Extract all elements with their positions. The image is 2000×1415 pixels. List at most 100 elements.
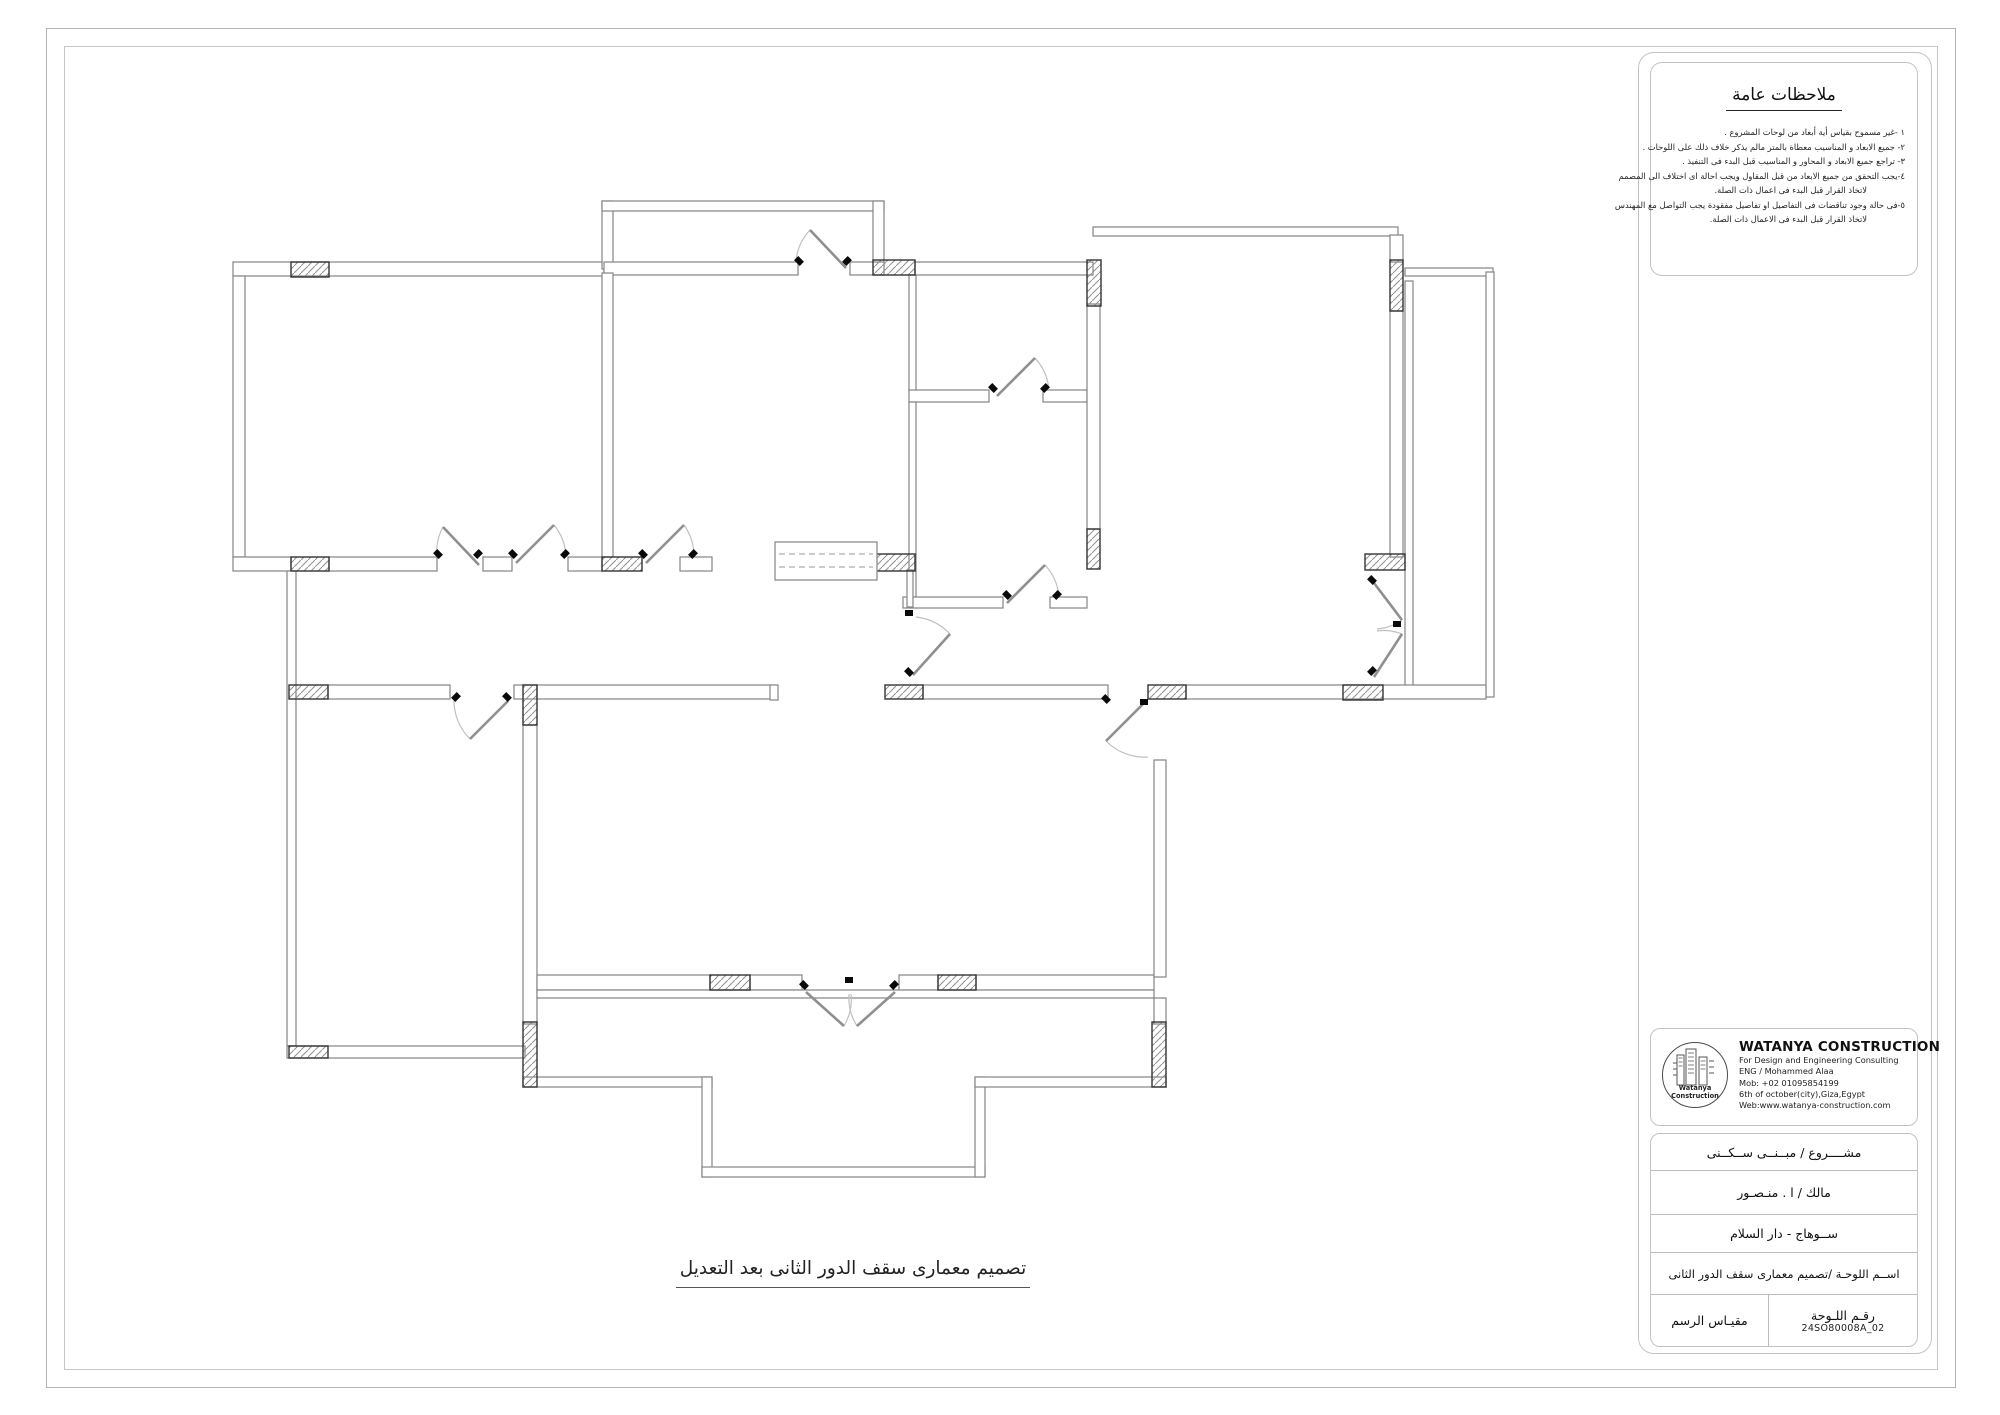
company-mobile: Mob: +02 01095854199 [1739, 1077, 1839, 1088]
wall [232, 556, 292, 572]
company-tagline: For Design and Engineering Consulting [1739, 1055, 1899, 1065]
wall [975, 974, 1155, 991]
wall [601, 200, 885, 212]
wall [749, 974, 803, 991]
column [874, 553, 916, 572]
door-leaf [469, 700, 509, 740]
door-leaf [1372, 582, 1404, 621]
column [1364, 553, 1406, 571]
column [288, 684, 329, 700]
wall [1042, 389, 1088, 403]
wall [701, 1076, 713, 1178]
column [884, 684, 924, 700]
wall [232, 261, 605, 277]
note-line: ٤-يجب التحقق من جميع الابعاد من قبل المق… [1618, 170, 1905, 181]
wall [1404, 267, 1494, 277]
company-box: Watanya Construction WATANYA CONSTRUCTIO… [1650, 1028, 1940, 1126]
column [1389, 259, 1404, 312]
door-jamb-mark [799, 980, 809, 990]
door-jamb-mark [1367, 575, 1377, 585]
note-line: ١ -غير مسموح بقياس أية أبعاد من لوحات ال… [1724, 127, 1905, 137]
wall [567, 556, 603, 572]
door-leaf [809, 229, 847, 269]
notes-title: ملاحظات عامة [1651, 85, 1917, 111]
note-line: ٥-فى حالة وجود تناقضات فى التفاصيل او تف… [1614, 199, 1905, 210]
door-jamb-mark [560, 549, 570, 559]
door-leaf [856, 991, 896, 1027]
wall [908, 274, 917, 393]
company-engineer: ENG / Mohammed Alaa [1739, 1066, 1834, 1077]
wall [1389, 310, 1404, 558]
column [1147, 684, 1187, 700]
wall [701, 1166, 986, 1178]
wall [1153, 759, 1167, 978]
door-jamb-mark [905, 610, 913, 616]
door-jamb-mark [433, 549, 443, 559]
project-name: مشــــروع / مبــنــى ســكــنى [1706, 1144, 1862, 1160]
door-leaf [1372, 633, 1404, 678]
wall [482, 556, 513, 572]
wall [286, 570, 297, 1047]
notes-list: ١ -غير مسموح بقياس أية أبعاد من لوحات ال… [1614, 125, 1906, 227]
wall [522, 1076, 713, 1088]
drawing-title: تصميم معمارى سقف الدور الثانى بعد التعدي… [653, 1258, 1053, 1288]
door-jamb-mark [508, 549, 518, 559]
wall [1086, 303, 1101, 530]
titleblock: مشــــروع / مبــنــى ســكــنى مالك / ا .… [1650, 1133, 1918, 1347]
company-logo: Watanya Construction [1662, 1042, 1728, 1108]
note-line: ٢- جميع الابعاد و المناسيب معطاة بالمتر … [1642, 141, 1906, 152]
door-jamb-mark [794, 256, 804, 266]
door-jamb-mark [638, 549, 648, 559]
wall [1389, 234, 1404, 263]
door-swing-arc [453, 698, 471, 740]
wall [328, 556, 438, 572]
column [522, 684, 538, 726]
column [290, 261, 330, 278]
door-jamb-mark [473, 549, 483, 559]
wall [908, 389, 990, 403]
wall [906, 569, 914, 608]
door-jamb-mark [889, 980, 899, 990]
wall [974, 1076, 1167, 1088]
wall [1092, 226, 1399, 237]
sheet-outer-border [46, 28, 1956, 1388]
wall [1049, 596, 1088, 609]
door-leaf [515, 524, 555, 564]
door-jamb-mark [1101, 694, 1111, 704]
logo-mark-line1: Watanya [1678, 1084, 1712, 1092]
wall [872, 200, 885, 268]
wall [536, 974, 711, 991]
titleblock-row-location: ســوهاج - دار السلام [1651, 1214, 1917, 1252]
door-swing-arc [1376, 629, 1403, 635]
wall [974, 1076, 986, 1178]
scale-cell: مقيـاس الرسم [1651, 1295, 1768, 1346]
column [709, 974, 751, 991]
column [290, 556, 330, 572]
note-line: لاتخاذ القرار قبل البدء فى الاعمال ذات ا… [1709, 214, 1867, 224]
wall [902, 596, 1004, 609]
wall [232, 275, 246, 558]
wall [601, 272, 614, 558]
door-leaf [912, 633, 951, 676]
wall [898, 974, 939, 991]
wall [1485, 271, 1495, 698]
door-jamb-mark [688, 549, 698, 559]
column [1086, 528, 1101, 570]
titleblock-row-project: مشــــروع / مبــنــى ســكــنى [1651, 1134, 1917, 1170]
note-line: لاتخاذ القرار قبل البدء فى اعمال ذات الص… [1714, 185, 1867, 195]
titleblock-row-bottom: رقـم اللـوحة 24SO80008A_02 مقيـاس الرسم [1651, 1294, 1917, 1346]
owner-name: مالك / ا . منـصـور [1737, 1185, 1831, 1200]
column [1086, 259, 1102, 307]
wall [536, 684, 774, 700]
wall [327, 684, 451, 700]
door-jamb-mark [988, 383, 998, 393]
wall [522, 724, 538, 1025]
door-jamb-mark [904, 667, 914, 677]
location: ســوهاج - دار السلام [1730, 1226, 1838, 1241]
wall [536, 989, 1155, 999]
column [288, 1045, 329, 1059]
door-leaf [645, 524, 685, 564]
logo-mark-line2: Construction [1671, 1092, 1719, 1100]
door-jamb-mark [502, 692, 512, 702]
